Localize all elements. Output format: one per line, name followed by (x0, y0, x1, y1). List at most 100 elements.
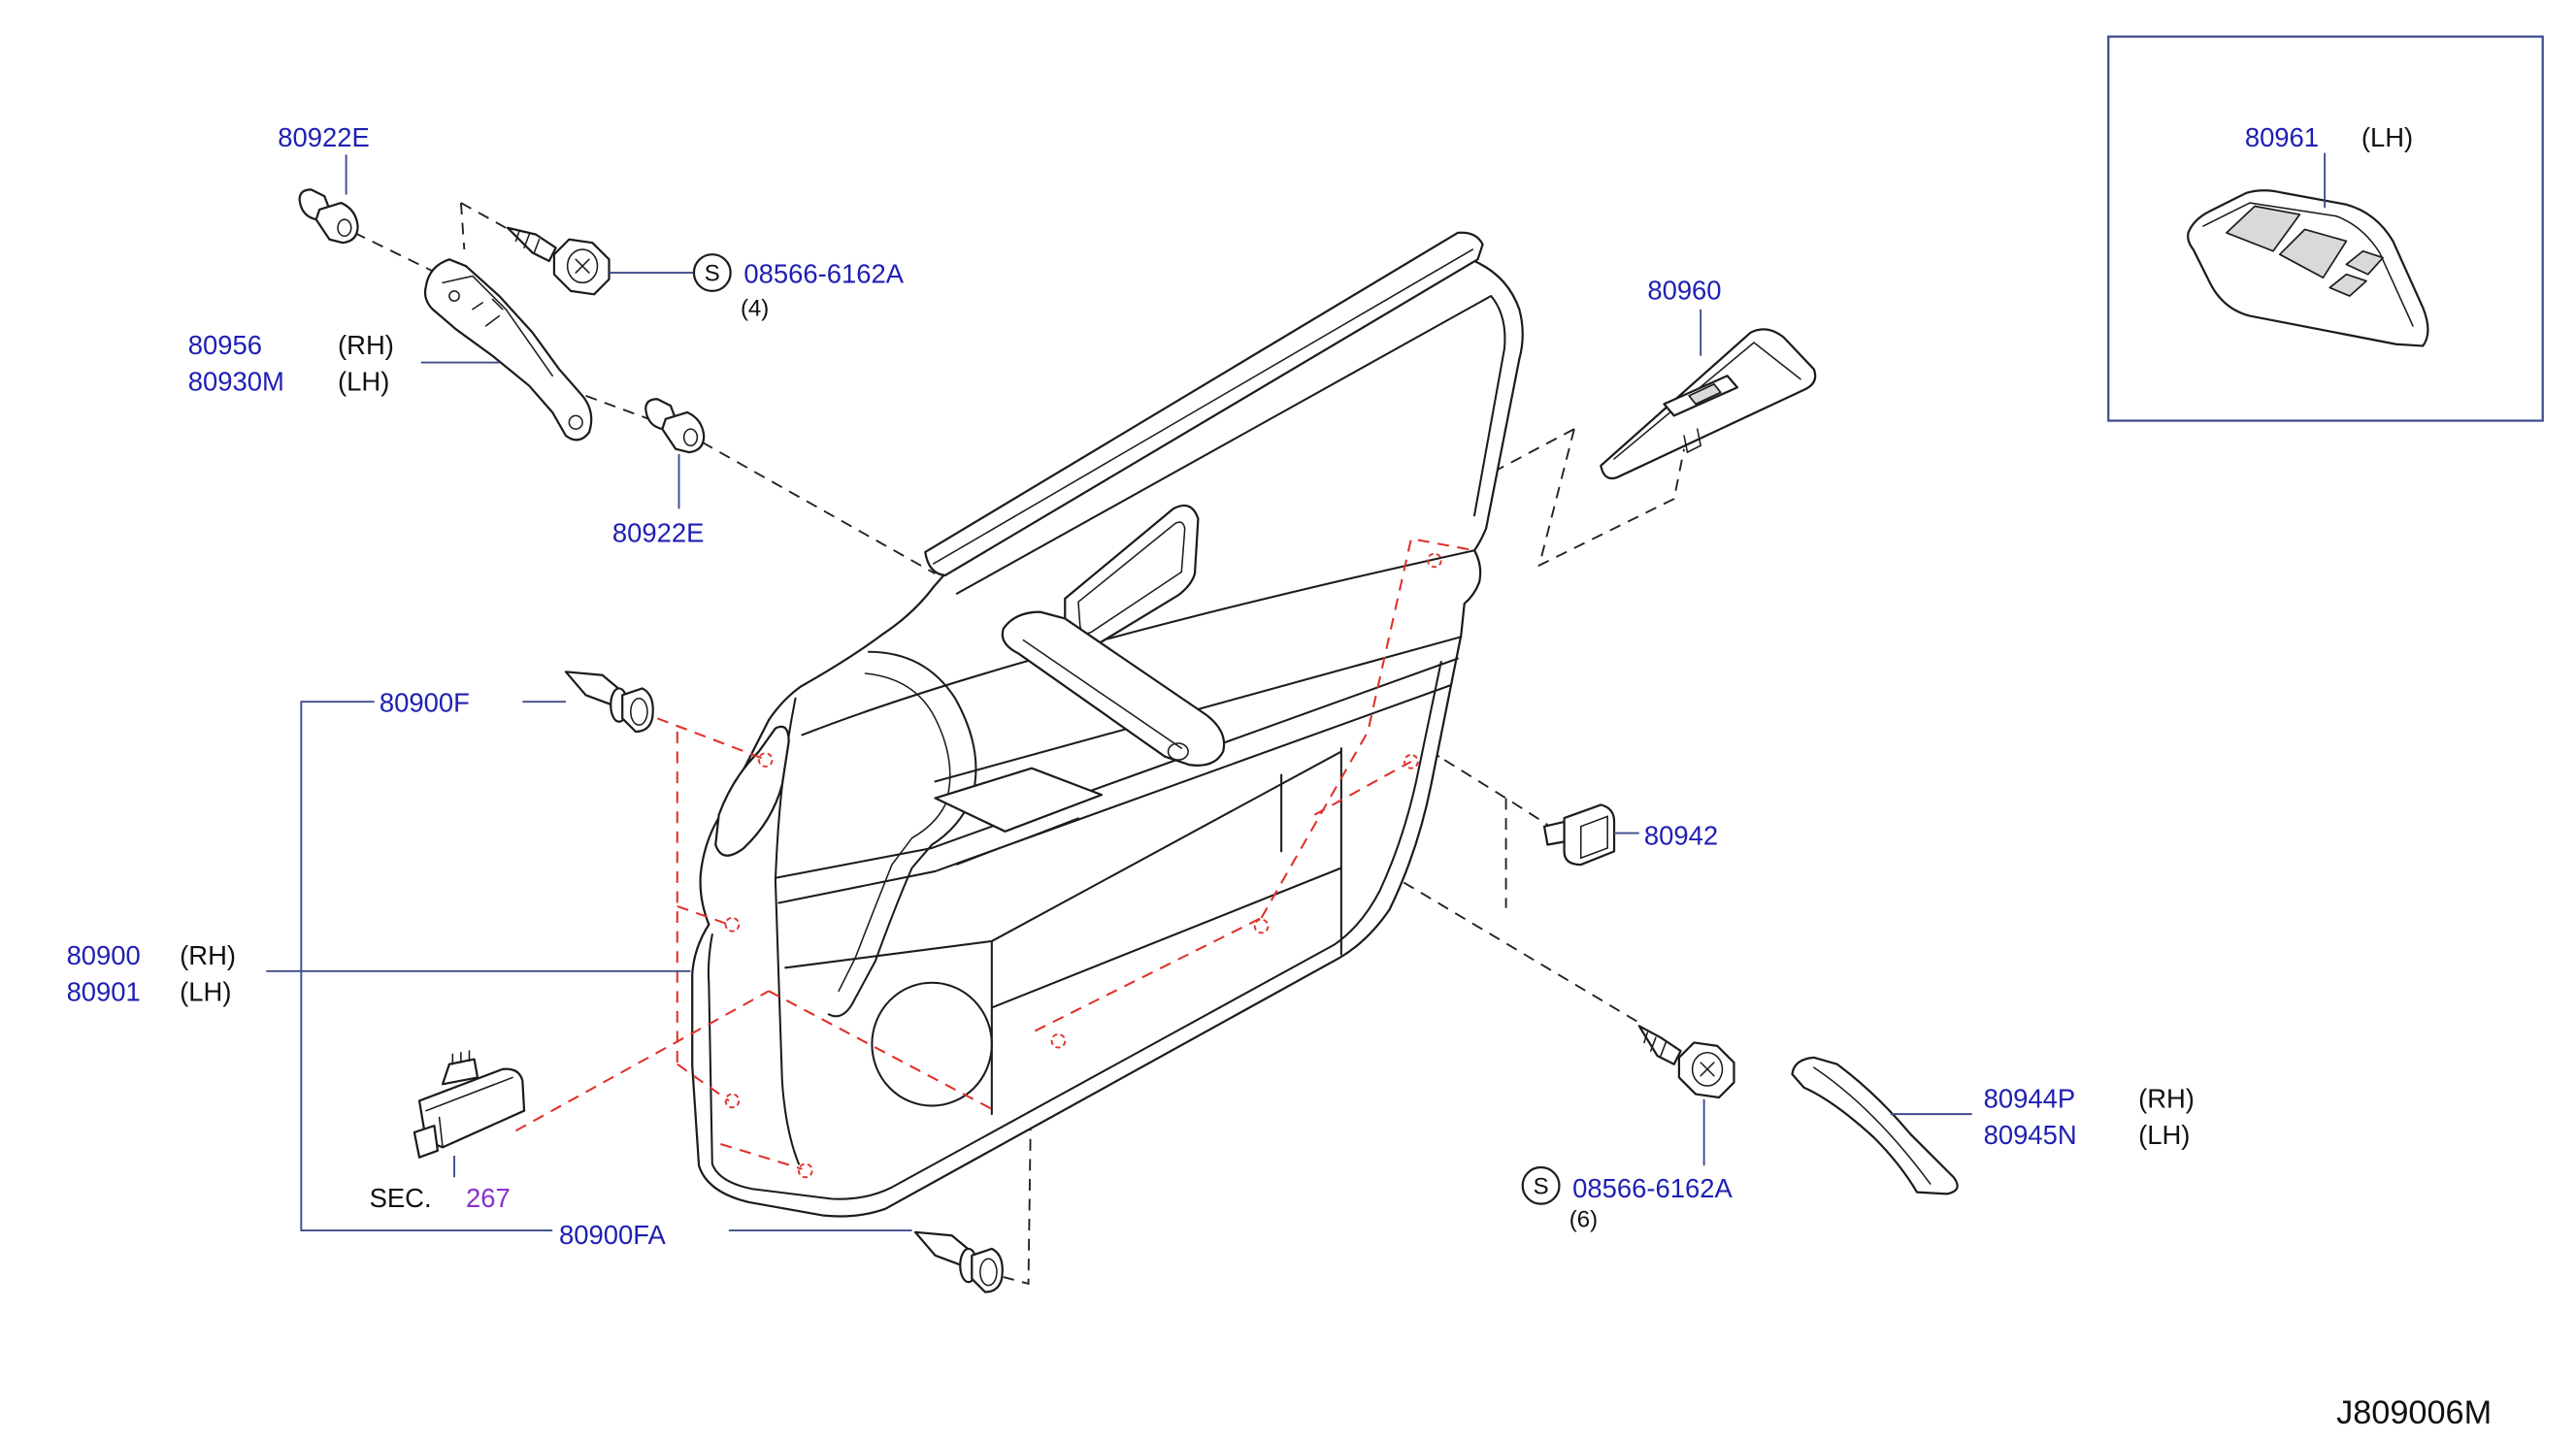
finisher-strip-body (1791, 1056, 1959, 1195)
bracket-edge (442, 275, 553, 377)
switch-plate (1600, 328, 1817, 480)
clip-hole (1427, 552, 1442, 569)
screw-lower (1637, 1025, 1735, 1099)
armrest-front-inner (838, 672, 951, 993)
label-screw-upper: 08566-6162A (743, 258, 904, 288)
inset-switch-1 (2226, 205, 2301, 252)
label-screw-lower-qty: (6) (1569, 1207, 1598, 1233)
clip-hole (1253, 918, 1270, 934)
screw-head-face (566, 248, 599, 284)
label-sec-number: 267 (466, 1183, 511, 1213)
screw-shank (506, 226, 557, 263)
screw-thread (1643, 1031, 1667, 1057)
label-80922e-upper: 80922E (278, 122, 370, 152)
dashed-line (1492, 428, 1575, 474)
inset-switch-finisher (2187, 189, 2429, 347)
clip-body (661, 410, 706, 454)
screw-thread (514, 230, 541, 254)
phillips-cross (575, 258, 590, 274)
bracket-marking (472, 298, 504, 327)
push-clip-upper (298, 188, 359, 245)
clip-location-lines (514, 538, 1475, 1179)
dashed-line (585, 394, 649, 420)
trim-clip-80900fa (913, 1230, 1004, 1293)
clip-hole (757, 752, 774, 768)
inset-switch-3 (2345, 249, 2384, 276)
window-molding-line (933, 248, 1474, 565)
armrest-front-curve (827, 650, 977, 1018)
inset-switch-2 (2278, 228, 2348, 279)
clip-line (768, 990, 996, 1112)
connector-stem (1542, 820, 1568, 846)
connector-pins (451, 1050, 471, 1065)
label-80922e-lower: 80922E (612, 518, 705, 548)
finisher-strip (1791, 1056, 1959, 1195)
label-screw-lower: 08566-6162A (1572, 1173, 1733, 1203)
label-80901: 80901 (67, 977, 141, 1007)
dashed-line (1443, 759, 1548, 826)
door-trim-panel (691, 231, 1524, 1218)
label-80944p-side: (RH) (2138, 1083, 2195, 1113)
module-hook (413, 1125, 440, 1159)
clip-line (677, 1063, 730, 1102)
screw-head-face (1691, 1051, 1724, 1087)
clip-line (677, 904, 730, 926)
dashed-line (460, 202, 507, 229)
label-80945n-side: (LH) (2138, 1120, 2190, 1150)
label-80900f: 80900F (380, 687, 470, 717)
clip-face (630, 697, 648, 726)
clip-hole (724, 916, 741, 933)
clip-face (682, 428, 699, 447)
dashed-line (459, 202, 466, 250)
dashed-line (702, 442, 936, 575)
clip-line (1034, 917, 1263, 1032)
switch-plate-edge (1613, 342, 1801, 460)
diagram-code: J809006M (2336, 1394, 2492, 1431)
s-symbol-circle (1521, 1165, 1561, 1205)
dashed-line (1537, 428, 1685, 568)
clip-hole (798, 1162, 813, 1179)
label-80901-side: (LH) (180, 977, 231, 1007)
label-sec-prefix: SEC. (370, 1183, 432, 1213)
clip-hole (1404, 754, 1419, 769)
label-screw-upper-qty: (4) (741, 296, 769, 322)
bracket-hole (568, 414, 583, 430)
clip-hole (724, 1093, 741, 1109)
push-clip-lower (644, 398, 706, 454)
trim-panel-outline (691, 259, 1524, 1218)
grab-handle-line (1022, 638, 1183, 749)
bracket (423, 258, 593, 442)
trim-bracket-line (300, 701, 553, 1232)
connector-80942 (1542, 803, 1616, 867)
s-symbol: S (705, 261, 720, 287)
s-symbol: S (1534, 1173, 1549, 1199)
clip-line (1260, 538, 1475, 919)
bracket-hole (448, 290, 460, 302)
screw-upper (506, 226, 611, 296)
switch-button-small (1688, 382, 1722, 406)
bracket-body (423, 258, 593, 442)
label-80930m-side: (LH) (338, 367, 389, 397)
label-80945n: 80945N (1984, 1120, 2077, 1150)
switch-tab (1683, 428, 1702, 454)
pocket-mid-line (990, 867, 1342, 1009)
label-80900fa: 80900FA (559, 1220, 666, 1250)
label-80900: 80900 (67, 940, 141, 970)
label-80944p: 80944P (1984, 1083, 2076, 1113)
phillips-cross (1700, 1062, 1715, 1077)
label-80961: 80961 (2245, 122, 2319, 152)
armrest-top-line (774, 657, 1459, 879)
switch-finisher (1600, 328, 1817, 480)
label-80956-side: (RH) (338, 330, 394, 360)
window-switch-base (934, 767, 1104, 833)
clip-line (720, 1142, 803, 1170)
inset-switch-4 (2328, 273, 2367, 297)
connector-face (1579, 815, 1608, 860)
label-80956: 80956 (188, 330, 262, 360)
inner-border-line (707, 660, 1442, 1200)
module-body (417, 1067, 526, 1149)
finisher-strip-edge (1813, 1066, 1932, 1185)
label-80960: 80960 (1647, 275, 1721, 305)
label-80961-side: (LH) (2361, 122, 2413, 152)
